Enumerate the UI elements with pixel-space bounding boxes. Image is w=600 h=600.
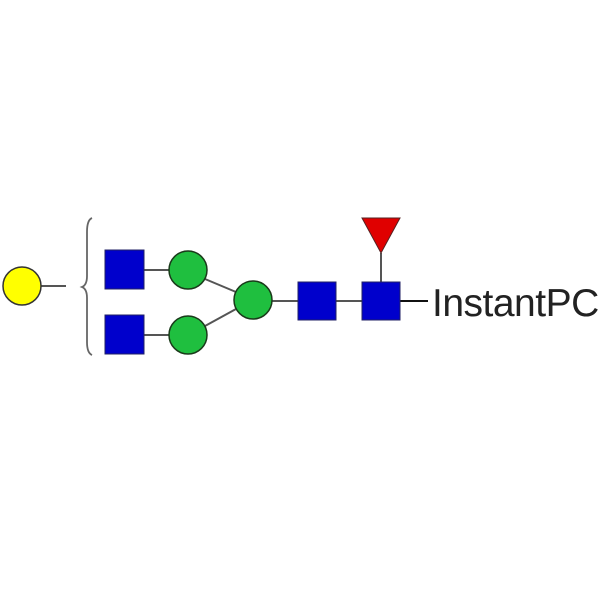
glcnac-square-bottom-icon xyxy=(104,314,145,355)
curly-brace xyxy=(79,217,93,356)
glcnac-square-core2-icon xyxy=(297,281,337,321)
glcnac-square-top-icon xyxy=(104,249,145,290)
man-bottom-core-linkage xyxy=(204,308,237,327)
linkages xyxy=(41,253,382,336)
mannose-circle-top-icon xyxy=(168,250,208,290)
mannose-circle-bottom-icon xyxy=(168,315,208,355)
mannose-circle-core-icon xyxy=(233,280,273,320)
reducing-end-label: InstantPC xyxy=(432,282,599,325)
fucose-triangle-icon xyxy=(361,217,401,255)
man-top-core-linkage xyxy=(204,278,237,293)
galactose-circle-icon xyxy=(2,266,42,306)
glcnac-square-core1-icon xyxy=(361,281,401,321)
